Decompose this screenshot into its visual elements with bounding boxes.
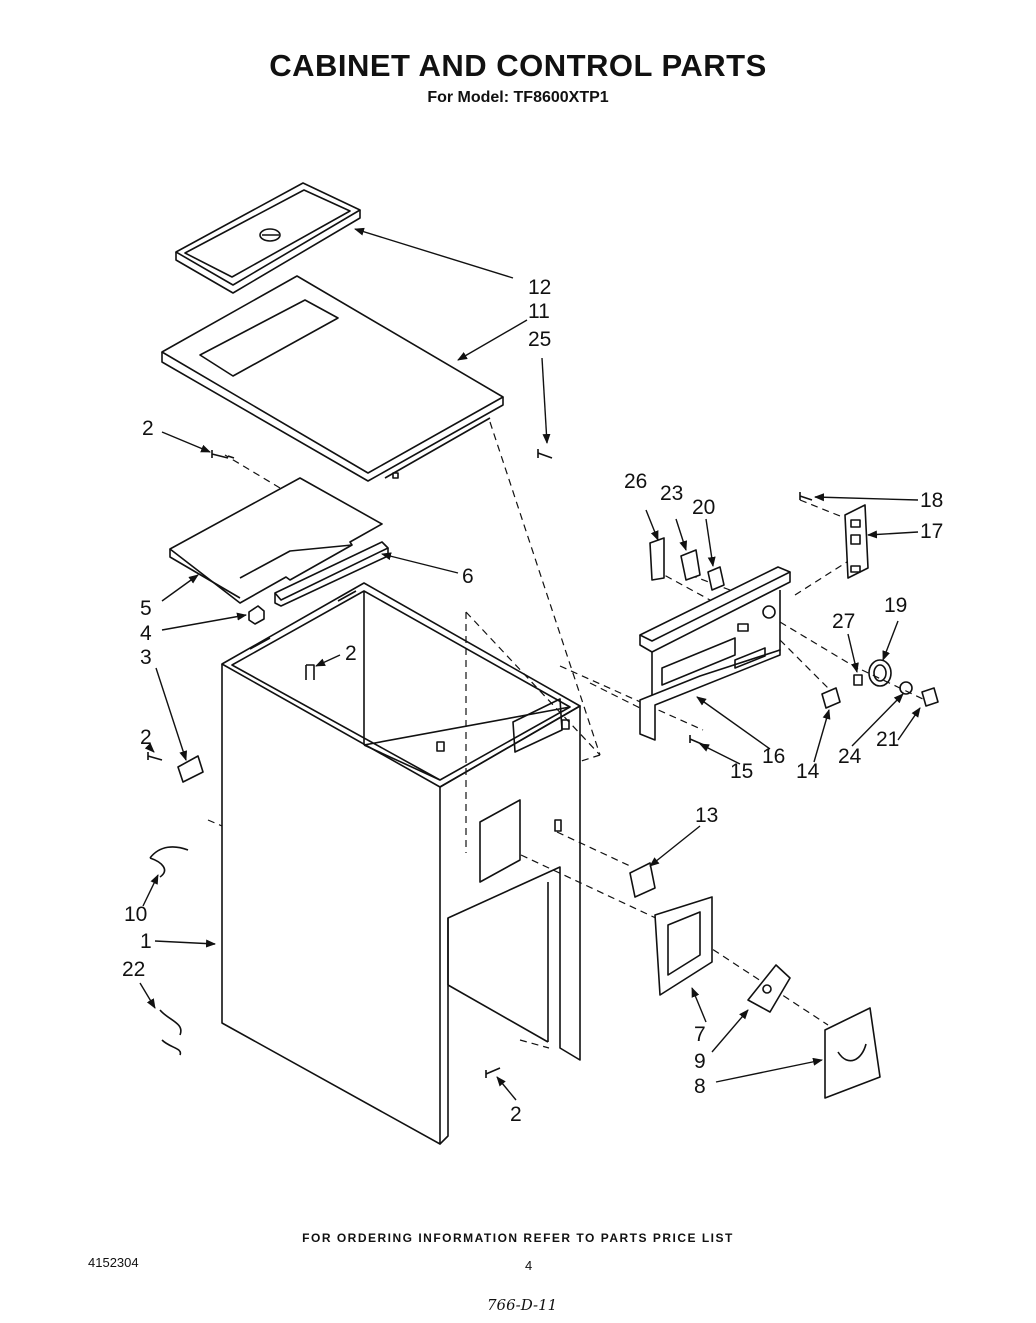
document-number: 4152304 (88, 1255, 139, 1270)
callout-5: 5 (140, 597, 152, 620)
callout-27: 27 (832, 610, 855, 633)
page-title: CABINET AND CONTROL PARTS (269, 48, 767, 83)
callout-26: 26 (624, 470, 647, 493)
callout-4: 4 (140, 622, 152, 645)
handwritten-code: 766-D-11 (487, 1296, 558, 1314)
callout-15: 15 (730, 760, 753, 783)
callout-24: 24 (838, 745, 862, 768)
callout-7: 7 (694, 1023, 706, 1046)
callout-2: 2 (140, 726, 152, 749)
callout-10: 10 (124, 903, 147, 926)
callout-14: 14 (796, 760, 820, 783)
callout-23: 23 (660, 482, 683, 505)
callout-25: 25 (528, 328, 551, 351)
model-subtitle: For Model: TF8600XTP1 (427, 89, 609, 106)
callout-16: 16 (762, 745, 785, 768)
lid-grille-part (175, 182, 361, 294)
knob-bracket-part (844, 504, 869, 579)
callout-21: 21 (876, 728, 899, 751)
cabinet-body-part (221, 582, 581, 1145)
page-number: 4 (525, 1258, 533, 1273)
callout-18: 18 (920, 489, 943, 512)
callout-22: 22 (122, 958, 145, 981)
callout-12: 12 (528, 276, 551, 299)
callout-19: 19 (884, 594, 907, 617)
callout-leaders (139, 227, 921, 1101)
callout-1: 1 (140, 930, 152, 953)
cabinet-top-part (161, 275, 504, 482)
callout-3: 3 (140, 646, 152, 669)
ordering-note: FOR ORDERING INFORMATION REFER TO PARTS … (302, 1231, 734, 1245)
callout-9: 9 (694, 1050, 706, 1073)
hardware-parts (147, 449, 939, 1099)
control-console-part (639, 566, 791, 741)
callout-13: 13 (695, 804, 718, 827)
callout-2: 2 (142, 417, 154, 440)
callout-8: 8 (694, 1075, 706, 1098)
callout-20: 20 (692, 496, 715, 519)
callout-11: 11 (528, 300, 550, 323)
callout-2: 2 (510, 1103, 522, 1126)
control-support-part (169, 477, 383, 604)
callout-6: 6 (462, 565, 474, 588)
callout-labels: 12 11 25 2 6 5 4 3 2 2 10 1 22 2 26 23 2… (122, 276, 943, 1126)
callout-17: 17 (920, 520, 943, 543)
callout-2: 2 (345, 642, 357, 665)
